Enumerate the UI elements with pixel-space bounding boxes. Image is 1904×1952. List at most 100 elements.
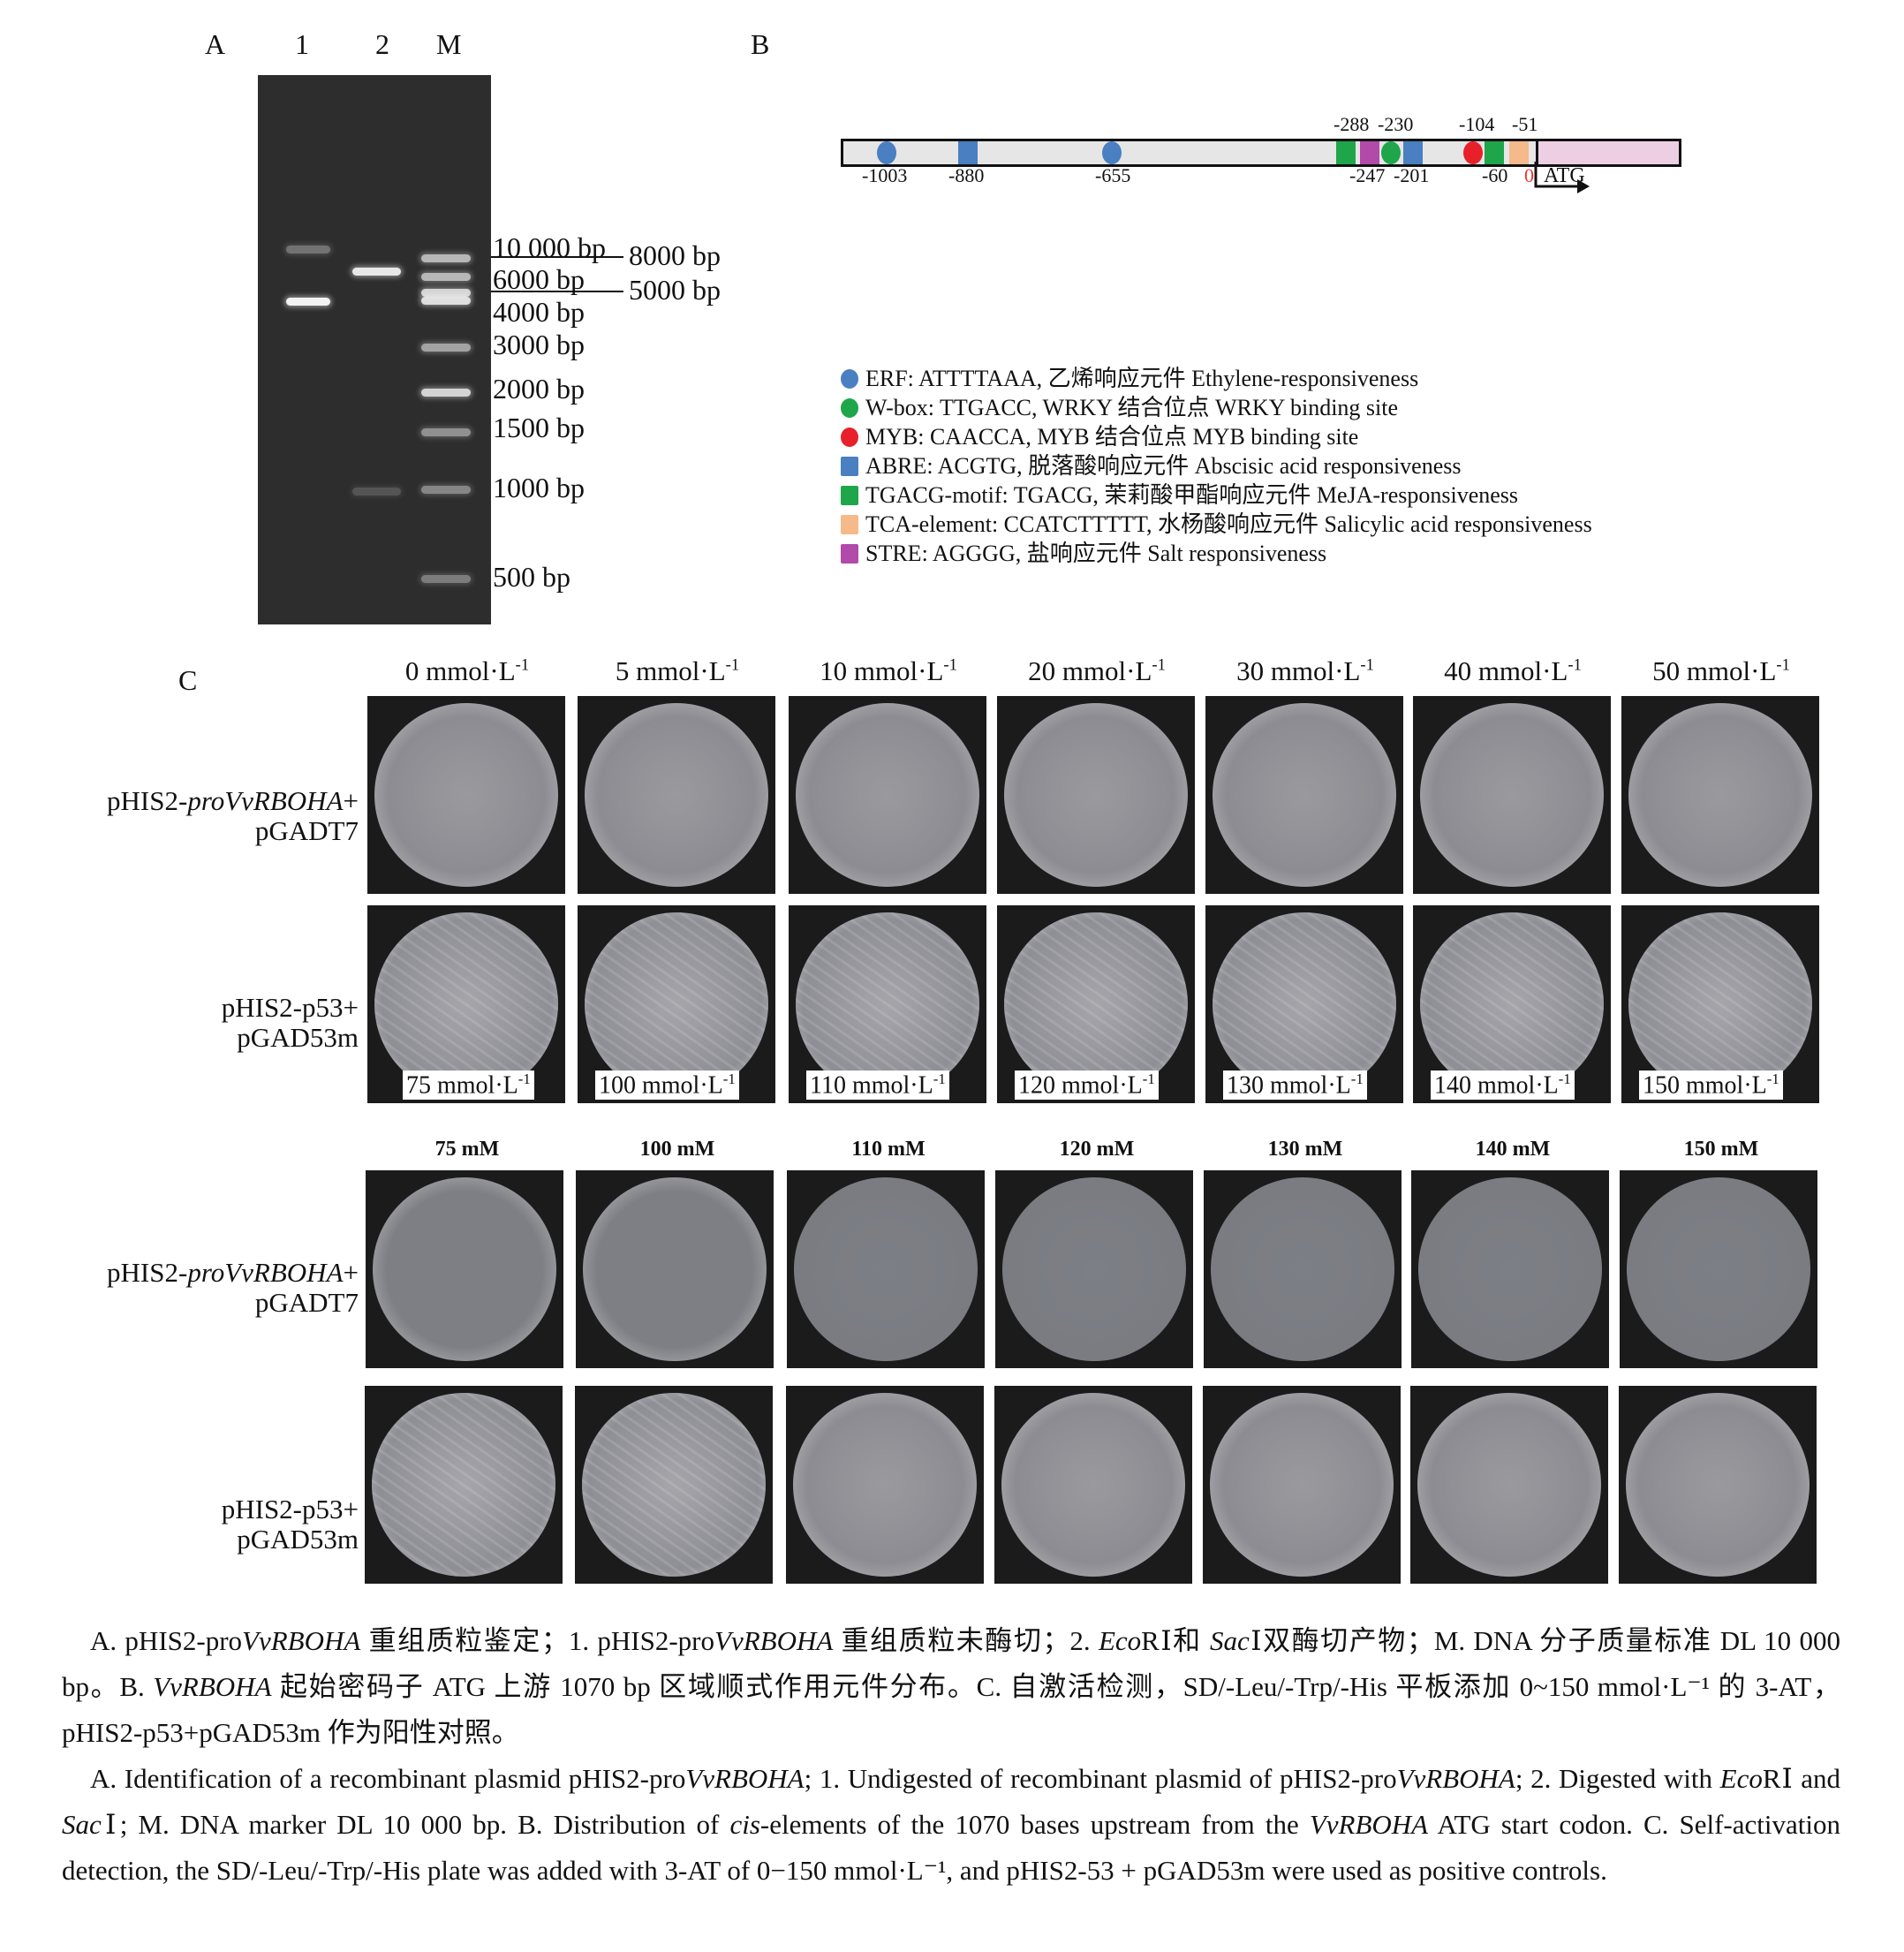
panel-a-label: A: [205, 28, 226, 60]
header-value: 30 mmol·L: [1236, 655, 1361, 686]
caption-text: 重组质粒鉴定；1. pHIS2-pro: [360, 1625, 715, 1656]
caption-paragraph: A. pHIS2-proVvRBOHA 重组质粒鉴定；1. pHIS2-proV…: [62, 1618, 1840, 1756]
column-header-mm: 130 mM: [1267, 1138, 1343, 1161]
square-swatch-icon: [841, 486, 858, 505]
header-value: 50 mmol·L: [1652, 655, 1777, 686]
plate-disc: [1420, 912, 1604, 1096]
cis-element-marker: [1381, 141, 1401, 164]
square-swatch-icon: [841, 544, 858, 564]
header-superscript: -1: [515, 655, 530, 675]
promoter-bar: [841, 139, 1538, 167]
row-label-text: pHIS2-p53+: [221, 992, 359, 1023]
culture-plate: [1621, 696, 1819, 894]
row-label-positive-bottom: pHIS2-p53+pGAD53m: [58, 1494, 359, 1555]
caption-text: Ⅰ双酶切产物；M. DNA 分子质量标准 DL 10 000 bp。B.: [62, 1625, 1840, 1702]
plate-disc: [1001, 1393, 1185, 1577]
header-value: 40 mmol·L: [1444, 655, 1568, 686]
culture-plate: [576, 1170, 774, 1368]
column-header: 20 mmol·L-1: [997, 655, 1197, 687]
caption-text: Ⅰ; M. DNA marker DL 10 000 bp. B. Distri…: [101, 1809, 730, 1840]
column-header-mm: 100 mM: [639, 1138, 715, 1161]
position-label: -104: [1459, 113, 1495, 135]
legend-item: ABRE: ACGTG, 脱落酸响应元件 Abscisic acid respo…: [841, 448, 1462, 480]
legend-text: TGACG-motif: TGACG, 茉莉酸甲酯响应元件 MeJA-respo…: [865, 482, 1519, 508]
gel-band: [421, 273, 471, 281]
gel-image: [258, 75, 491, 624]
culture-plate: [1411, 1170, 1609, 1368]
coding-region: [1536, 139, 1681, 167]
culture-plate: [786, 1386, 984, 1584]
column-header-mm: 120 mM: [1059, 1138, 1135, 1161]
marker-label: 1000 bp: [493, 472, 585, 503]
row-label-positive-top: pHIS2-p53+pGAD53m: [58, 993, 359, 1053]
plate-disc: [1627, 1177, 1810, 1361]
cis-element-marker: [1102, 141, 1122, 164]
cis-element-marker: [1336, 141, 1356, 164]
culture-plate: [1619, 1386, 1817, 1584]
plate-disc: [1418, 1177, 1602, 1361]
position-label: -880: [948, 164, 985, 186]
caption-text: 重组质粒未酶切；2.: [833, 1625, 1099, 1656]
position-label: -655: [1095, 164, 1131, 186]
column-header: 10 mmol·L-1: [789, 655, 988, 687]
plate-disc: [1210, 1393, 1394, 1577]
header-value: 0 mmol·L: [404, 655, 516, 686]
gel-band: [421, 289, 471, 297]
plate-disc: [373, 1177, 556, 1361]
gel-band: [352, 488, 401, 496]
overlay-label: 150 mmol·L-1: [1639, 1071, 1783, 1101]
header-value: 140 mmol·L: [1434, 1071, 1559, 1100]
culture-plate: [578, 905, 775, 1103]
column-header: 0 mmol·L-1: [367, 655, 567, 687]
row-label-text: pGAD53m: [237, 1022, 359, 1053]
marker-8000-label: 8000 bp: [629, 239, 721, 271]
header-value: 110 mmol·L: [810, 1071, 933, 1100]
culture-plate: [787, 1170, 985, 1368]
gel-band: [421, 344, 471, 352]
plate-disc: [585, 703, 768, 887]
cis-element-marker: [877, 141, 896, 164]
header-superscript: -1: [722, 1071, 736, 1087]
panel-c-label: C: [178, 664, 198, 696]
legend-text: STRE: AGGGG, 盐响应元件 Salt responsiveness: [865, 541, 1327, 566]
gel-band: [352, 268, 401, 276]
caption-text: A. pHIS2-pro: [90, 1625, 243, 1656]
position-label: -201: [1394, 164, 1430, 186]
legend-item: STRE: AGGGG, 盐响应元件 Salt responsiveness: [841, 535, 1326, 568]
caption-text: A. Identification of a recombinant plasm…: [90, 1763, 686, 1794]
plate-disc: [1628, 912, 1812, 1096]
marker-line-5000: [491, 291, 623, 292]
lane-m-label: M: [436, 28, 462, 60]
zero-label: 0: [1524, 164, 1534, 186]
overlay-label: 100 mmol·L-1: [595, 1071, 739, 1101]
plate-disc: [1628, 703, 1812, 887]
square-swatch-icon: [841, 457, 858, 476]
plate-disc: [1417, 1393, 1601, 1577]
gel-band: [421, 389, 471, 397]
header-superscript: -1: [1350, 1071, 1364, 1087]
caption-paragraph: A. Identification of a recombinant plasm…: [62, 1756, 1840, 1894]
row-label-text: pHIS2-p53+: [221, 1494, 359, 1525]
column-header: 40 mmol·L-1: [1413, 655, 1613, 687]
position-label: -247: [1349, 164, 1386, 186]
cis-element-marker: [1403, 141, 1423, 164]
plate-disc: [794, 1177, 978, 1361]
culture-plate: [367, 905, 565, 1103]
plate-disc: [374, 912, 558, 1096]
legend-text: MYB: CAACCA, MYB 结合位点 MYB binding site: [865, 424, 1359, 450]
header-superscript: -1: [725, 655, 740, 675]
plate-disc: [796, 703, 979, 887]
row-label-text: +: [343, 785, 359, 816]
gel-band: [421, 254, 471, 262]
caption-text: Sac: [62, 1809, 102, 1840]
culture-plate: [789, 696, 986, 894]
overlay-label: 75 mmol·L-1: [403, 1071, 534, 1101]
caption-text: RⅠ和: [1141, 1625, 1210, 1656]
marker-5000-label: 5000 bp: [629, 274, 721, 306]
culture-plate: [1410, 1386, 1608, 1584]
transcription-arrow-icon: [1534, 162, 1590, 193]
cis-element-marker: [1463, 141, 1483, 164]
row-label-text: pHIS2-: [107, 1257, 188, 1288]
column-header-mm: 140 mM: [1475, 1138, 1551, 1161]
column-header: 30 mmol·L-1: [1205, 655, 1405, 687]
